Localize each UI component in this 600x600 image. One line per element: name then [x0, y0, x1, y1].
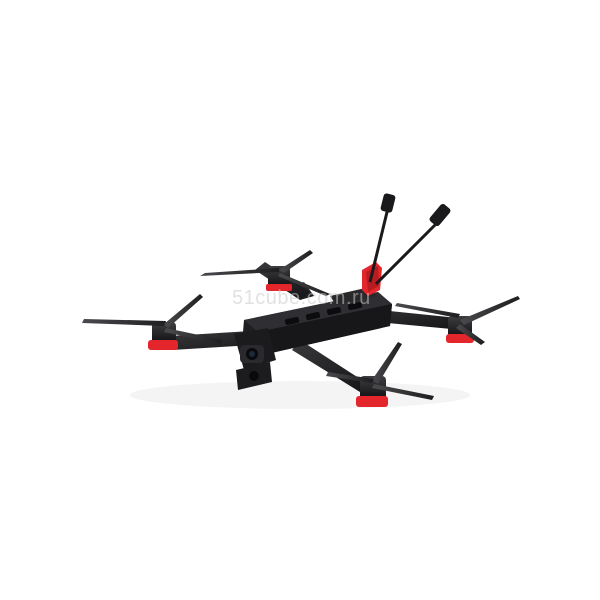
propeller-front-left — [82, 294, 222, 344]
motor-guard-red — [446, 334, 474, 343]
propeller-rear-left — [200, 250, 330, 296]
camera-cage — [234, 328, 276, 390]
motor-guard-red — [266, 284, 292, 291]
motor-front-left — [148, 322, 178, 350]
antenna-right — [374, 203, 451, 286]
motor-guard-red — [148, 340, 178, 350]
antenna-left — [368, 193, 396, 283]
drone-body — [242, 287, 392, 356]
propeller-front-right — [326, 342, 434, 400]
motor-guard-red — [356, 396, 388, 407]
propeller-rear-right — [395, 296, 520, 345]
